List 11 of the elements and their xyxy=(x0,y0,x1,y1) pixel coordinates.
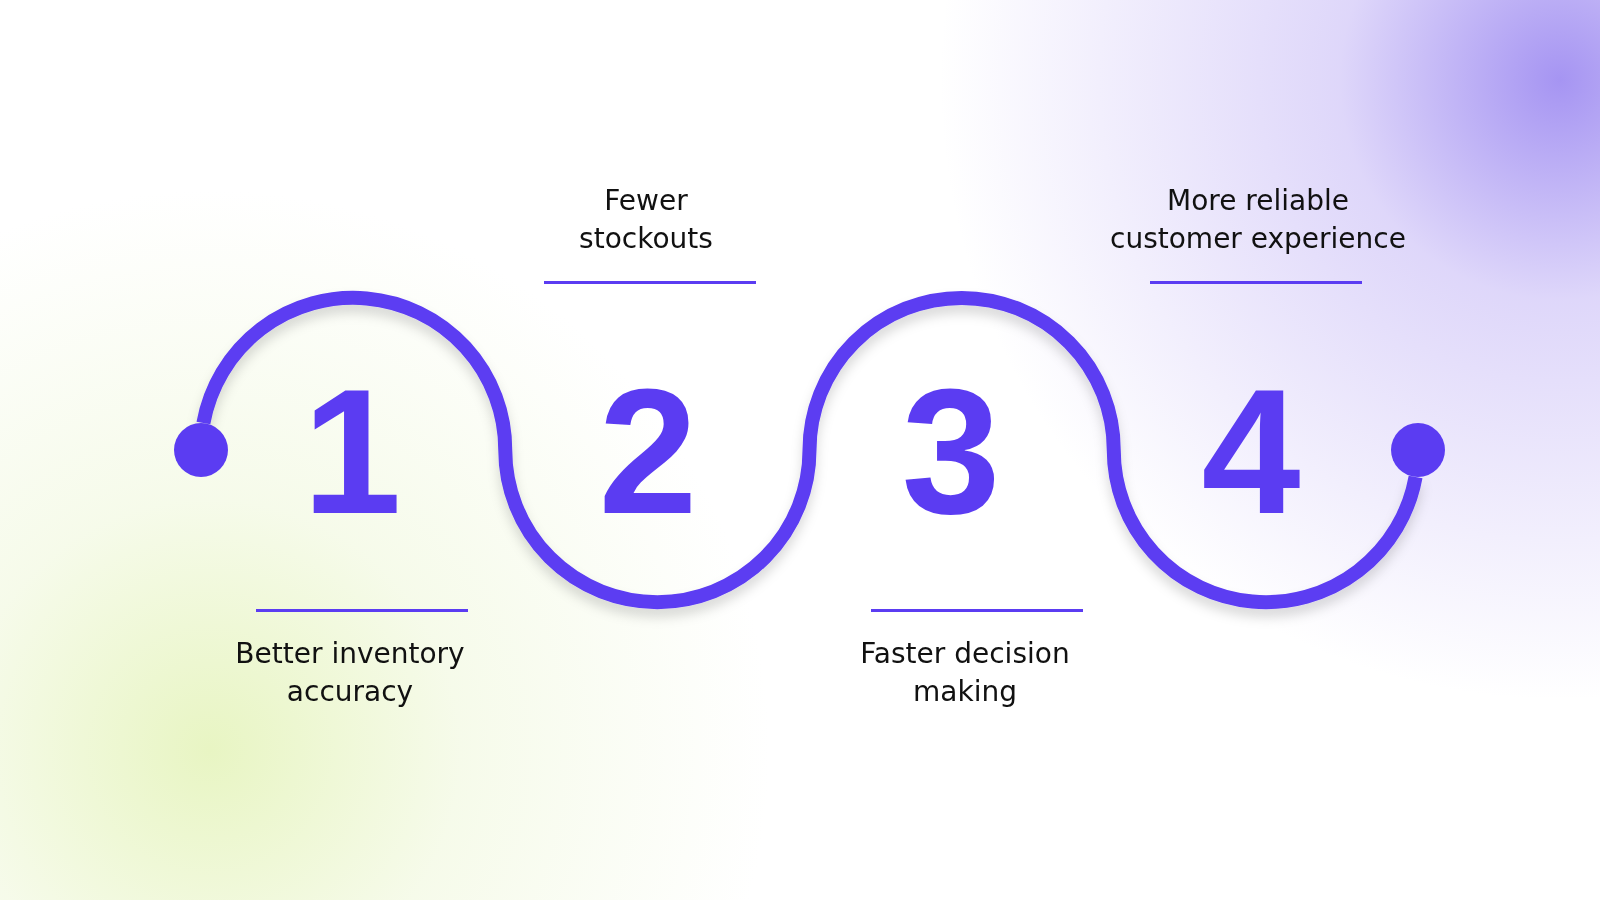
step-number: 3 xyxy=(901,363,1001,541)
step-caption: More reliable customer experience xyxy=(1109,183,1407,257)
wave-connector xyxy=(196,290,1423,610)
step-caption: Fewer stockouts xyxy=(578,183,714,257)
step-number: 4 xyxy=(1201,363,1301,541)
step-number: 1 xyxy=(302,363,402,541)
end-dot xyxy=(174,423,228,477)
step-caption: Better inventory accuracy xyxy=(234,636,466,710)
end-dot xyxy=(1391,423,1445,477)
step-number: 2 xyxy=(598,363,698,541)
step-caption: Faster decision making xyxy=(859,636,1071,710)
